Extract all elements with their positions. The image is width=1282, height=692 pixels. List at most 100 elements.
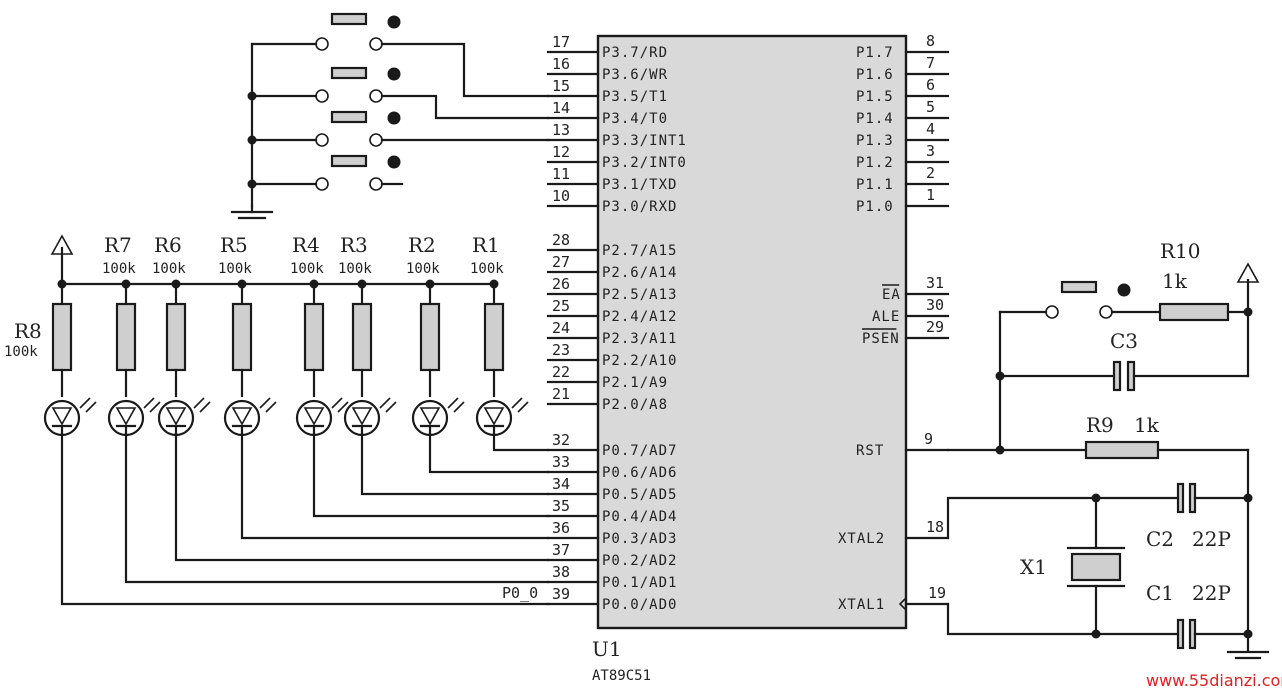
pin-name: P0.7/AD7 [602, 443, 677, 459]
pin-number: 15 [552, 77, 570, 95]
pin-name: P0.3/AD3 [602, 531, 677, 547]
resistor-body [165, 302, 187, 372]
right-pin-29: PSEN 29 [862, 318, 950, 347]
pin-name: P0.4/AD4 [602, 509, 677, 525]
capacitor-c2: C2 22P [1146, 482, 1253, 551]
pin-name: P0.0/AD0 [602, 597, 677, 613]
rst-pin-num: 9 [924, 430, 933, 448]
x1-ref: X1 [1020, 555, 1047, 579]
resistor-value: 100k [218, 261, 252, 277]
ground-symbol-buttons [230, 204, 274, 220]
crystal-circuit: X1 C2 22P C1 22P [946, 482, 1270, 660]
pin-name: P3.0/RXD [602, 199, 677, 215]
pin-name: P0.1/AD1 [602, 575, 677, 591]
pin-name: P1.6 [856, 67, 894, 83]
r9-ref: R9 [1086, 413, 1114, 437]
resistor-value: 100k [152, 261, 186, 277]
pin-number: 28 [552, 231, 570, 249]
resistor-body [115, 302, 137, 372]
pin-name: P3.4/T0 [602, 111, 668, 127]
pin-number: 36 [552, 519, 570, 537]
led-icon [157, 397, 211, 437]
pin-number: 33 [552, 453, 570, 471]
led-icon [43, 397, 97, 437]
chip-right-pins: P1.78P1.67P1.56P1.45P1.34P1.23P1.12P1.01… [856, 32, 950, 347]
resistor-ref: R1 [472, 233, 500, 257]
pin-name: P3.5/T1 [602, 89, 668, 105]
resistor-body [303, 302, 325, 372]
resistor-value: 100k [290, 261, 324, 277]
vcc-arrow-right [1236, 262, 1260, 314]
pin-number: 35 [552, 497, 570, 515]
pin-number: 14 [552, 99, 570, 117]
led-array: R8100kR7100kR6100kR5100kR4100kR3100kR210… [4, 233, 529, 437]
capacitor-c1: C1 22P [1146, 581, 1253, 650]
net-label-p00: P0_0 [502, 584, 538, 602]
resistor-ref: R6 [154, 233, 182, 257]
pin-name: PSEN [862, 331, 900, 347]
led-columns: R8100kR7100kR6100kR5100kR4100kR3100kR210… [4, 233, 529, 437]
pin-number: 39 [552, 585, 570, 603]
pin-name: P0.6/AD6 [602, 465, 677, 481]
pin-number: 17 [552, 33, 570, 51]
pin-number: 30 [926, 296, 944, 314]
pin-name: P1.2 [856, 155, 894, 171]
pin-name: P2.7/A15 [602, 243, 677, 259]
right-pin-6: P1.56 [856, 76, 950, 105]
pin-number: 23 [552, 341, 570, 359]
xtal1-pin-name: XTAL1 [838, 597, 885, 613]
c3-ref: C3 [1110, 329, 1138, 353]
pin-number: 29 [926, 318, 944, 336]
pin-number: 4 [926, 120, 935, 138]
led-icon [107, 397, 161, 437]
led-icon [295, 397, 349, 437]
pin-number: 31 [926, 274, 944, 292]
xtal2-pin: XTAL2 18 [838, 518, 950, 547]
pin-name: P1.3 [856, 133, 894, 149]
pin-name: ALE [872, 309, 900, 325]
pin-number: 25 [552, 297, 570, 315]
led-column-r6: R6 100k [152, 233, 211, 437]
pin-name: P3.6/WR [602, 67, 668, 83]
right-pin-8: P1.78 [856, 32, 950, 61]
led-icon [223, 397, 277, 437]
right-pin-1: P1.01 [856, 186, 950, 215]
chip-part: AT89C51 [592, 668, 651, 684]
capacitor-c3: C3 [998, 329, 1250, 392]
resistor-ref: R4 [292, 233, 320, 257]
pin-name: P1.4 [856, 111, 894, 127]
pin-name: P2.3/A11 [602, 331, 677, 347]
resistor-ref: R7 [104, 233, 132, 257]
resistor-ref: R8 [14, 319, 42, 343]
pin-name: P1.5 [856, 89, 894, 105]
pin-name: P3.1/TXD [602, 177, 677, 193]
ground-symbol-right [1226, 650, 1270, 660]
push-button-group [230, 12, 550, 220]
pin-number: 27 [552, 253, 570, 271]
watermark: www.55dianzi.com [1146, 671, 1282, 690]
right-pin-5: P1.4 5 [856, 98, 950, 127]
pin-number: 5 [926, 98, 935, 116]
pin-name: P2.6/A14 [602, 265, 677, 281]
pin-number: 37 [552, 541, 570, 559]
pin-name: P2.5/A13 [602, 287, 677, 303]
